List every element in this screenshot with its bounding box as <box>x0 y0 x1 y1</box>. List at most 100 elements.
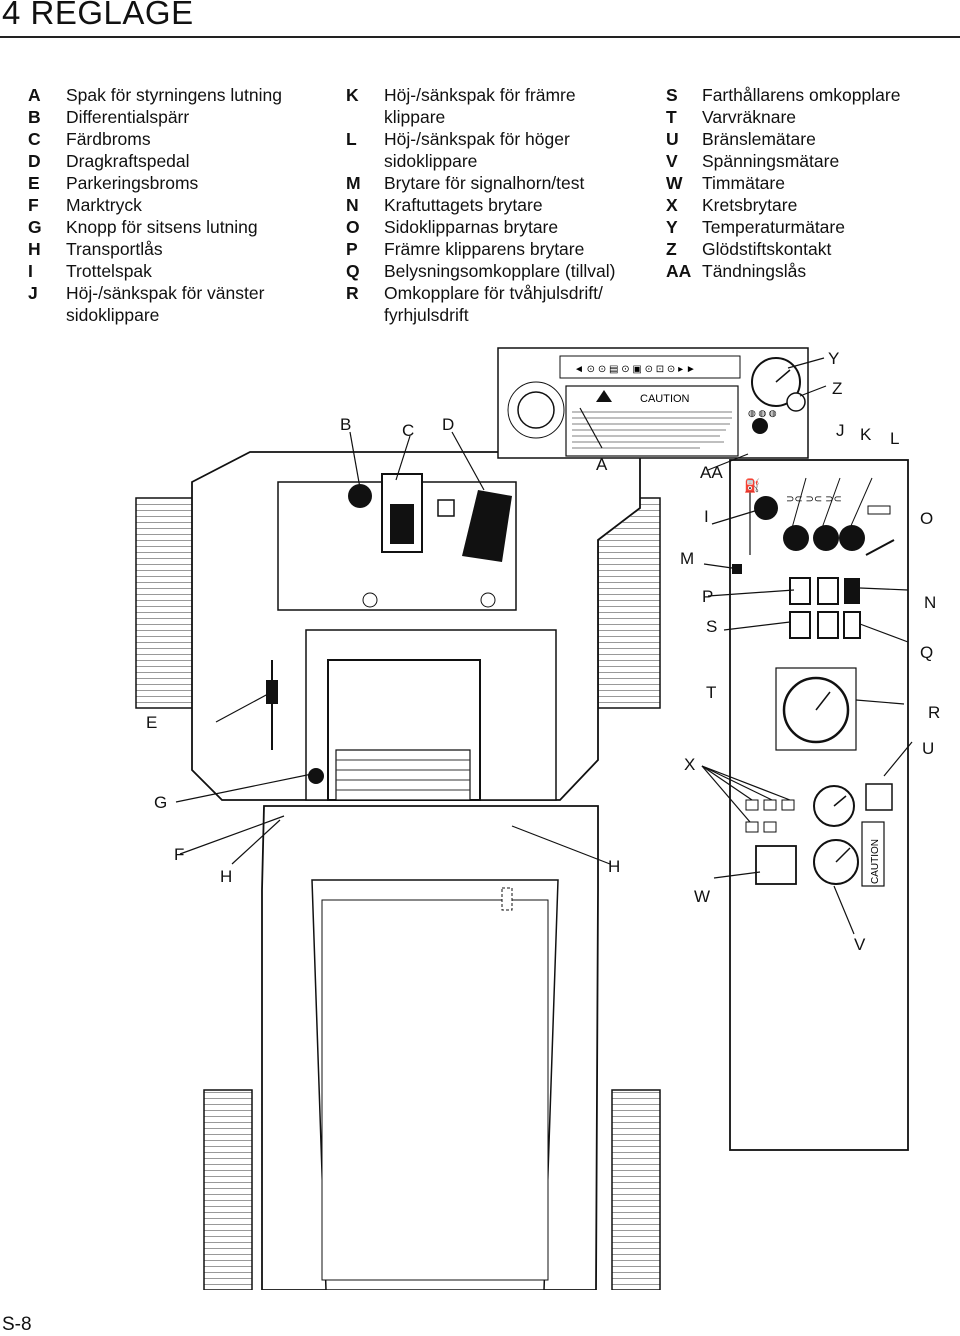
legend-key: G <box>28 217 42 237</box>
legend-text: Kretsbrytare <box>702 195 798 215</box>
rear-hood-inner <box>321 899 549 1281</box>
legend-key: AA <box>666 261 692 281</box>
lever-knob-icon[interactable] <box>813 525 839 551</box>
legend-key: W <box>666 173 683 193</box>
callout-R: R <box>928 703 940 722</box>
svg-text:◄ ⊙ ⊙ ▤ ⊙ ▣ ⊙ ⊡ ⊙ ▸ ►: ◄ ⊙ ⊙ ▤ ⊙ ▣ ⊙ ⊡ ⊙ ▸ ► <box>574 364 696 375</box>
throttle-lever[interactable] <box>754 496 778 520</box>
callout-H-right: H <box>608 857 620 876</box>
legend-key: K <box>346 85 359 105</box>
rocker-switches[interactable] <box>789 577 861 639</box>
legend-text: Marktryck <box>66 195 142 215</box>
legend-text: Farthållarens omkopplare <box>702 85 901 105</box>
legend-key: Q <box>346 261 360 281</box>
legend-key: L <box>346 129 357 149</box>
legend-text: Bränslemätare <box>702 129 816 149</box>
legend-text: Trottelspak <box>66 261 152 281</box>
callout-M: M <box>680 549 694 568</box>
legend-text: Höj-/sänkspak för främre <box>384 85 576 105</box>
svg-text:⊃⊂ ⊃⊂ ⊃⊂: ⊃⊂ ⊃⊂ ⊃⊂ <box>786 494 842 505</box>
callout-I: I <box>704 507 709 526</box>
callout-N: N <box>924 593 936 612</box>
legend-row: K Höj-/sänkspak för främre <box>346 84 615 106</box>
controls-diagram: ◄ ⊙ ⊙ ▤ ⊙ ▣ ⊙ ⊡ ⊙ ▸ ► CAUTION ◍ ◍ ◍ ⛽ ⊃⊂… <box>0 330 960 1291</box>
legend-text: Sidoklipparnas brytare <box>384 217 559 237</box>
callout-T: T <box>706 683 716 702</box>
legend-key: P <box>346 239 358 259</box>
floor-hole <box>362 592 378 608</box>
legend-key: J <box>28 283 38 303</box>
symbol-strip: ◄ ⊙ ⊙ ▤ ⊙ ▣ ⊙ ⊡ ⊙ ▸ ► <box>559 355 741 379</box>
legend-text: Höj-/sänkspak för höger <box>384 129 570 149</box>
page-header: 4 REGLAGE <box>0 0 960 40</box>
legend-row: O Sidoklipparnas brytare <box>346 216 615 238</box>
legend-text: Dragkraftspedal <box>66 151 190 171</box>
callout-J: J <box>836 421 845 440</box>
diff-lock-button[interactable] <box>348 484 372 508</box>
lever-knob-icon[interactable] <box>783 525 809 551</box>
callout-P: P <box>702 587 713 606</box>
traction-pedal-hinge <box>437 499 455 517</box>
legend-key: H <box>28 239 41 259</box>
callout-L: L <box>890 429 899 448</box>
legend-row: klippare <box>346 106 615 128</box>
ignition-switch[interactable] <box>752 418 768 434</box>
legend-key: M <box>346 173 361 193</box>
gauge-icon <box>865 783 893 811</box>
callout-B: B <box>340 415 351 434</box>
warning-triangle-icon <box>596 390 612 402</box>
circuit-breakers[interactable] <box>745 799 795 833</box>
callout-A: A <box>596 455 608 474</box>
hour-meter <box>755 845 797 885</box>
legend-text: Knopp för sitsens lutning <box>66 217 258 237</box>
legend-key <box>346 106 384 128</box>
callout-V: V <box>854 935 866 954</box>
callout-S: S <box>706 617 717 636</box>
seat-tilt-knob[interactable] <box>308 768 324 784</box>
legend-key: T <box>666 107 677 127</box>
callout-H-left: H <box>220 867 232 886</box>
callout-labels: B C D A AA I M P S T X W V Y Z J K L O N… <box>146 349 940 954</box>
callout-F: F <box>174 845 184 864</box>
legend-key: F <box>28 195 39 215</box>
section-title: 4 REGLAGE <box>2 0 194 31</box>
legend-text: Spänningsmätare <box>702 151 840 171</box>
legend-row: sidoklippare <box>28 304 282 326</box>
svg-text:◍ ◍ ◍: ◍ ◍ ◍ <box>748 408 777 418</box>
legend-key <box>28 304 66 326</box>
legend-text: Brytare för signalhorn/test <box>384 173 585 193</box>
rear-left-wheel <box>203 1089 253 1291</box>
legend-key: S <box>666 85 678 105</box>
legend-key: I <box>28 261 33 281</box>
callout-E: E <box>146 713 157 732</box>
callout-D: D <box>442 415 454 434</box>
legend-text: Temperaturmätare <box>702 217 845 237</box>
legend-key: C <box>28 129 41 149</box>
traction-pedal[interactable] <box>462 490 512 562</box>
callout-O: O <box>920 509 933 528</box>
legend-text: Spak för styrningens lutning <box>66 85 282 105</box>
legend-text: fyrhjulsdrift <box>384 305 469 325</box>
tractor-outline-icon: ◄ ⊙ ⊙ ▤ ⊙ ▣ ⊙ ⊡ ⊙ ▸ ► CAUTION ◍ ◍ ◍ ⛽ ⊃⊂… <box>135 347 940 1291</box>
lift-lever-knobs[interactable] <box>783 525 865 551</box>
legend-row: sidoklippare <box>346 150 615 172</box>
horn-switch[interactable] <box>732 564 742 574</box>
legend-key: B <box>28 107 41 127</box>
front-left-wheel <box>135 497 195 709</box>
legend-key: O <box>346 217 360 237</box>
header-rule <box>0 36 960 38</box>
lever-knob-icon[interactable] <box>839 525 865 551</box>
